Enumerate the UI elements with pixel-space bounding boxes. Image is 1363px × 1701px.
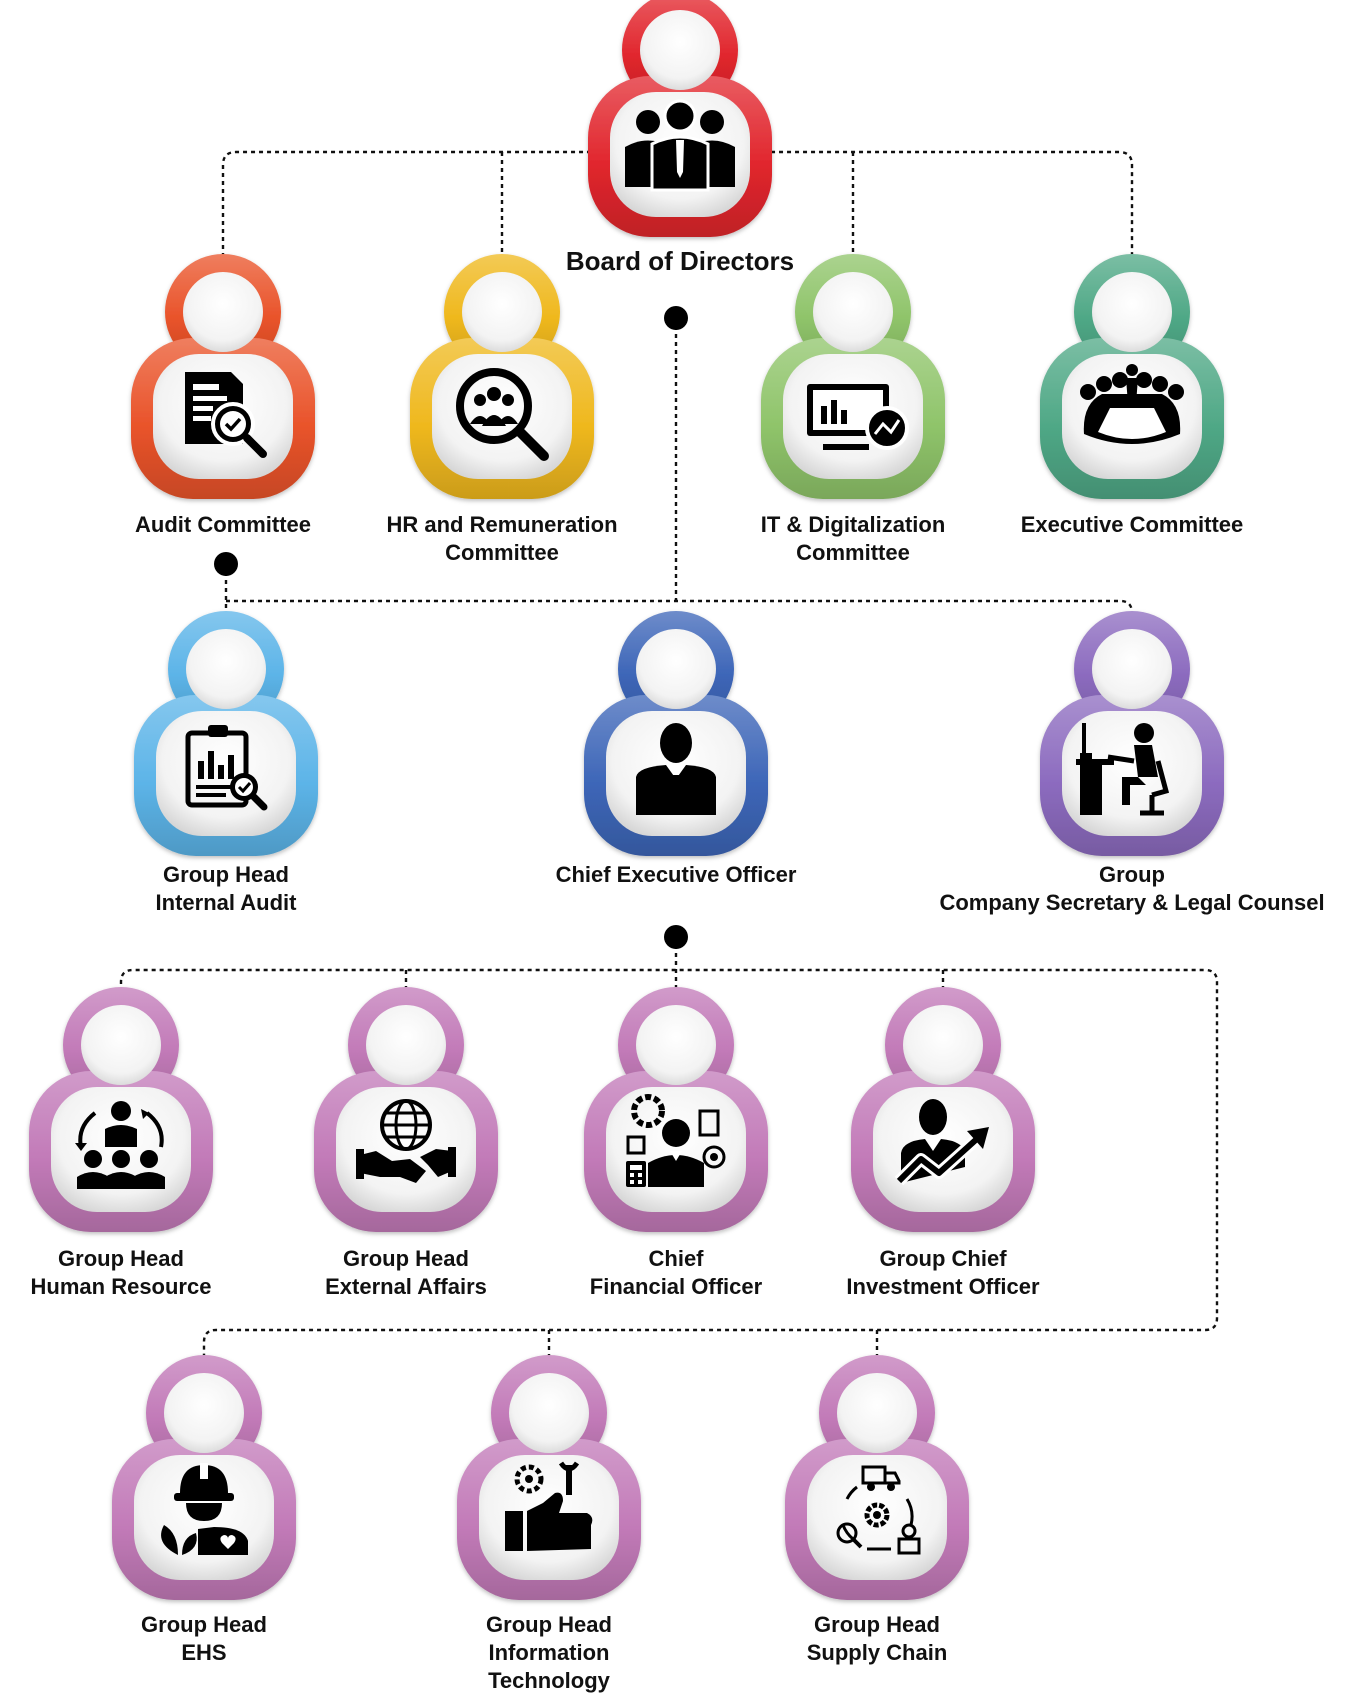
label-line: Audit Committee bbox=[135, 512, 311, 537]
label-audit: Audit Committee bbox=[135, 512, 311, 537]
ceo-junction-dot bbox=[664, 925, 688, 949]
label-line: Supply Chain bbox=[807, 1640, 948, 1665]
node-hr-rem bbox=[410, 254, 594, 499]
label-line: Group Head bbox=[814, 1612, 940, 1637]
node-gh-ea bbox=[314, 987, 498, 1232]
label-line: Chief bbox=[649, 1246, 705, 1271]
node-gh-ehs bbox=[112, 1355, 296, 1600]
board-group-icon bbox=[623, 99, 737, 192]
label-line: External Affairs bbox=[325, 1274, 487, 1299]
node-cfo bbox=[584, 987, 768, 1232]
label-line: Financial Officer bbox=[590, 1274, 763, 1299]
label-line: Technology bbox=[488, 1668, 611, 1693]
node-gh-ia bbox=[134, 611, 318, 856]
label-line: Committee bbox=[445, 540, 559, 565]
node-gcs bbox=[1040, 611, 1224, 856]
node-gh-sc bbox=[785, 1355, 969, 1600]
label-line: Group bbox=[1099, 862, 1165, 887]
label-line: Group Head bbox=[486, 1612, 612, 1637]
label-line: Board of Directors bbox=[566, 246, 794, 276]
label-line: Internal Audit bbox=[156, 890, 298, 915]
label-exec: Executive Committee bbox=[1021, 512, 1244, 537]
label-line: Chief Executive Officer bbox=[556, 862, 797, 887]
label-line: Executive Committee bbox=[1021, 512, 1244, 537]
label-line: Group Head bbox=[163, 862, 289, 887]
label-line: EHS bbox=[181, 1640, 226, 1665]
label-line: Human Resource bbox=[31, 1274, 212, 1299]
label-line: Company Secretary & Legal Counsel bbox=[939, 890, 1324, 915]
node-it-dig bbox=[761, 254, 945, 499]
label-line: IT & Digitalization bbox=[761, 512, 946, 537]
label-line: Group Head bbox=[141, 1612, 267, 1637]
node-audit bbox=[131, 254, 315, 499]
node-ceo bbox=[584, 611, 768, 856]
label-line: Committee bbox=[796, 540, 910, 565]
label-line: Investment Officer bbox=[846, 1274, 1040, 1299]
node-exec bbox=[1040, 254, 1224, 499]
node-gcio bbox=[851, 987, 1035, 1232]
ceo-reports-connector bbox=[119, 968, 1219, 1372]
label-line: Information bbox=[489, 1640, 610, 1665]
label-board: Board of Directors bbox=[566, 246, 794, 276]
board-junction-dot bbox=[664, 306, 688, 330]
label-line: Group Chief bbox=[879, 1246, 1007, 1271]
label-line: Group Head bbox=[58, 1246, 184, 1271]
label-line: HR and Remuneration bbox=[386, 512, 617, 537]
label-ceo: Chief Executive Officer bbox=[556, 862, 797, 887]
node-gh-it bbox=[457, 1355, 641, 1600]
node-gh-hr bbox=[29, 987, 213, 1232]
label-line: Group Head bbox=[343, 1246, 469, 1271]
node-board bbox=[588, 0, 772, 237]
audit-junction-dot bbox=[214, 552, 238, 576]
